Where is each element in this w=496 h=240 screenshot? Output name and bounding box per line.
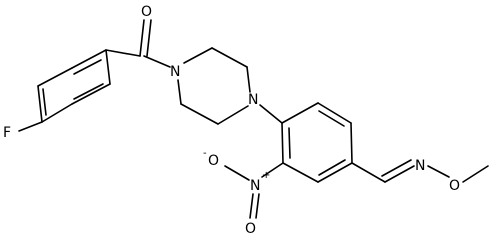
double-bond-c-o [139,19,145,57]
bond-n-o-single [224,165,250,181]
fluorine-atom: F [3,125,11,141]
double-bond-inner [73,59,102,75]
bond-c-f [18,121,43,132]
nitroaryl-ring [281,102,353,183]
bond [105,49,141,57]
bond [246,66,251,93]
double-bond-inner [318,159,346,176]
piperazine-n4-atom: N [248,92,258,108]
bond [217,105,249,125]
bond [41,103,73,123]
piperazine-n1-atom: N [170,64,180,80]
bond [37,67,73,87]
double-bond-inner [318,110,345,127]
bond-n-o [427,165,450,178]
double-bond-n-o [249,193,254,219]
fluorophenyl-ring [37,49,111,123]
bond [211,47,248,68]
bond [281,102,319,124]
bond [281,122,284,164]
bond [177,79,182,105]
bond-c-nitro [261,162,284,178]
nitro-nitrogen-charge: + [262,170,270,181]
bond-o-methyl [462,165,489,183]
nitro-oxygen-double-atom: O [245,221,256,237]
bond [71,83,111,105]
bond [37,85,43,123]
double-bond-c-n [384,165,415,183]
bond [259,104,283,124]
double-bond-inner [288,127,291,159]
bond [180,103,219,125]
nitro-oxygen-charge: - [203,148,207,159]
bond [282,162,319,183]
double-bond-inner [73,83,104,100]
bond [317,102,352,124]
carbonyl-oxygen-atom: O [141,4,152,20]
double-bond-inner [42,88,47,116]
bond [350,122,353,164]
double-bond-n-o [255,193,260,219]
bond [183,47,213,64]
nitro-nitrogen-atom: N [250,178,260,194]
nitro-oxygen-single-atom: O [208,153,219,169]
bond [317,162,353,183]
double-bond-c-o [146,19,152,57]
bond [71,49,107,69]
double-bond-c-n [381,159,412,177]
bond [143,55,171,68]
bond [351,162,386,183]
oxime-oxygen-atom: O [449,178,460,194]
oxime-nitrogen-atom: N [415,158,425,174]
piperazine-ring [177,47,251,125]
bond [105,49,111,85]
